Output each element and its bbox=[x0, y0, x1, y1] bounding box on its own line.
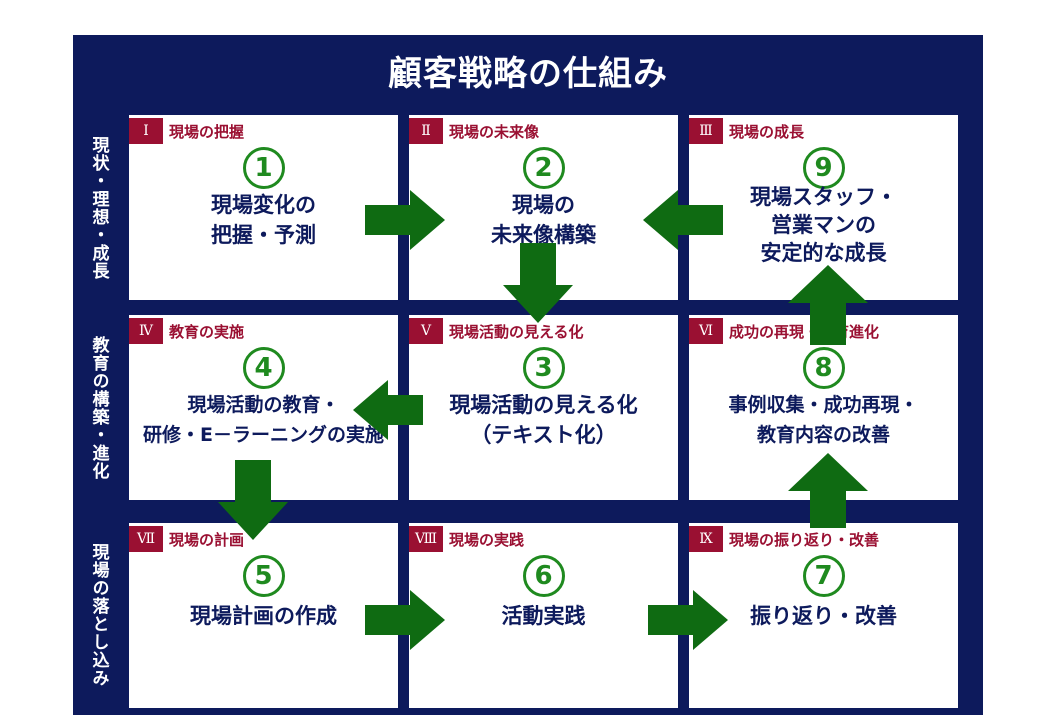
cell-7: Ⅸ 現場の振り返り・改善 7 振り返り・改善 bbox=[689, 523, 958, 708]
row-label-2: 教育の構築・進化 bbox=[88, 335, 109, 480]
cell-heading: 現場の振り返り・改善 bbox=[729, 530, 880, 549]
cell-9: Ⅲ 現場の成長 9 現場スタッフ・営業マンの安定的な成長 bbox=[689, 115, 958, 300]
cell-1: Ⅰ 現場の把握 1 現場変化の把握・予測 bbox=[129, 115, 398, 300]
arrow-up-7-8 bbox=[788, 453, 868, 528]
cell-8: Ⅵ 成功の再現・教育進化 8 事例収集・成功再現・教育内容の改善 bbox=[689, 315, 958, 500]
roman-numeral: Ⅳ bbox=[129, 318, 163, 344]
cell-body: 振り返り・改善 bbox=[750, 604, 897, 628]
cell-body: 現場変化の把握・予測 bbox=[211, 193, 316, 247]
roman-numeral: Ⅲ bbox=[689, 118, 723, 144]
cell-body: 現場計画の作成 bbox=[190, 604, 337, 628]
cell-header: Ⅱ 現場の未来像 bbox=[409, 117, 539, 145]
cell-6: Ⅷ 現場の実践 6 活動実践 bbox=[409, 523, 678, 708]
cell-5: Ⅶ 現場の計画 5 現場計画の作成 bbox=[129, 523, 398, 708]
arrow-right-6-7 bbox=[648, 590, 728, 650]
roman-numeral: Ⅵ bbox=[689, 318, 723, 344]
cell-heading: 現場の成長 bbox=[729, 122, 805, 141]
row-label-3: 現場の落とし込み bbox=[88, 543, 109, 687]
step-number: 8 bbox=[689, 345, 958, 389]
arrow-down-2-3 bbox=[503, 243, 573, 323]
cell-body: 現場活動の教育・研修・E－ラーニングの実施 bbox=[143, 394, 384, 446]
roman-numeral: Ⅰ bbox=[129, 118, 163, 144]
cell-heading: 現場の実践 bbox=[449, 530, 525, 549]
cell-body: 活動実践 bbox=[501, 604, 586, 628]
roman-numeral: Ⅶ bbox=[129, 526, 163, 552]
arrow-right-5-6 bbox=[365, 590, 445, 650]
arrow-right-1-2 bbox=[365, 190, 445, 250]
cell-header: Ⅷ 現場の実践 bbox=[409, 525, 524, 553]
cell-body: 現場の未来像構築 bbox=[491, 193, 596, 247]
arrow-left-3-4 bbox=[353, 380, 423, 440]
arrow-down-4-5 bbox=[218, 460, 288, 540]
step-number: 1 bbox=[129, 145, 398, 189]
cell-3: Ⅴ 現場活動の見える化 3 現場活動の見える化（テキスト化） bbox=[409, 315, 678, 500]
cell-body: 現場スタッフ・営業マンの安定的な成長 bbox=[750, 185, 897, 265]
cell-heading: 教育の実施 bbox=[169, 322, 245, 341]
step-number: 5 bbox=[129, 553, 398, 597]
row-label-1: 現状・理想・成長 bbox=[88, 135, 109, 280]
roman-numeral: Ⅷ bbox=[409, 526, 443, 552]
step-number: 2 bbox=[409, 145, 678, 189]
step-number: 4 bbox=[129, 345, 398, 389]
cell-header: Ⅸ 現場の振り返り・改善 bbox=[689, 525, 879, 553]
cell-body: 事例収集・成功再現・教育内容の改善 bbox=[728, 394, 919, 446]
cell-heading: 現場の未来像 bbox=[449, 122, 540, 141]
roman-numeral: Ⅸ bbox=[689, 526, 723, 552]
cell-heading: 現場の計画 bbox=[169, 530, 245, 549]
diagram-title: 顧客戦略の仕組み bbox=[388, 54, 668, 94]
roman-numeral: Ⅱ bbox=[409, 118, 443, 144]
cell-body: 現場活動の見える化（テキスト化） bbox=[449, 393, 638, 447]
cell-header: Ⅰ 現場の把握 bbox=[129, 117, 244, 145]
cell-heading: 現場の把握 bbox=[169, 122, 245, 141]
cell-header: Ⅳ 教育の実施 bbox=[129, 317, 244, 345]
roman-numeral: Ⅴ bbox=[409, 318, 443, 344]
arrow-left-9-2 bbox=[643, 190, 723, 250]
cell-heading: 現場活動の見える化 bbox=[449, 322, 584, 341]
step-number: 7 bbox=[689, 553, 958, 597]
cell-header: Ⅴ 現場活動の見える化 bbox=[409, 317, 584, 345]
arrow-up-8-9 bbox=[788, 265, 868, 345]
cell-header: Ⅲ 現場の成長 bbox=[689, 117, 804, 145]
diagram-frame: 顧客戦略の仕組み 現状・理想・成長 教育の構築・進化 現場の落とし込み Ⅰ 現場… bbox=[73, 35, 983, 715]
step-number: 9 bbox=[689, 145, 958, 189]
cell-header: Ⅶ 現場の計画 bbox=[129, 525, 244, 553]
step-number: 6 bbox=[409, 553, 678, 597]
step-number: 3 bbox=[409, 345, 678, 389]
